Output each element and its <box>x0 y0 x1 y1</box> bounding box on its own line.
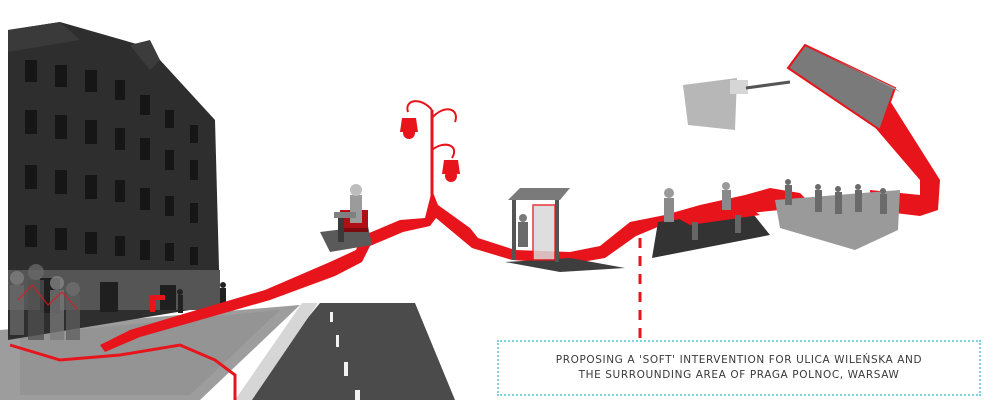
bus-shelter-icon <box>505 188 625 272</box>
building-windows <box>25 60 198 265</box>
pedestrians <box>10 264 226 340</box>
caption-box: PROPOSING A 'SOFT' INTERVENTION FOR ULIC… <box>497 340 981 396</box>
trowel-hand-icon <box>683 78 791 130</box>
building-photo <box>8 22 220 340</box>
caption-line-2: THE SURROUNDING AREA OF PRAGA POLNOC, WA… <box>578 369 900 381</box>
road <box>235 303 455 400</box>
football-field-icon <box>775 179 900 250</box>
paving-stone-icon <box>786 43 900 132</box>
caption-line-1: PROPOSING A 'SOFT' INTERVENTION FOR ULIC… <box>555 354 923 366</box>
bench-icon <box>320 184 372 252</box>
street-lamp-icon <box>400 100 460 205</box>
ping-pong-table-icon <box>652 182 770 258</box>
road-centre-markings <box>330 312 360 400</box>
